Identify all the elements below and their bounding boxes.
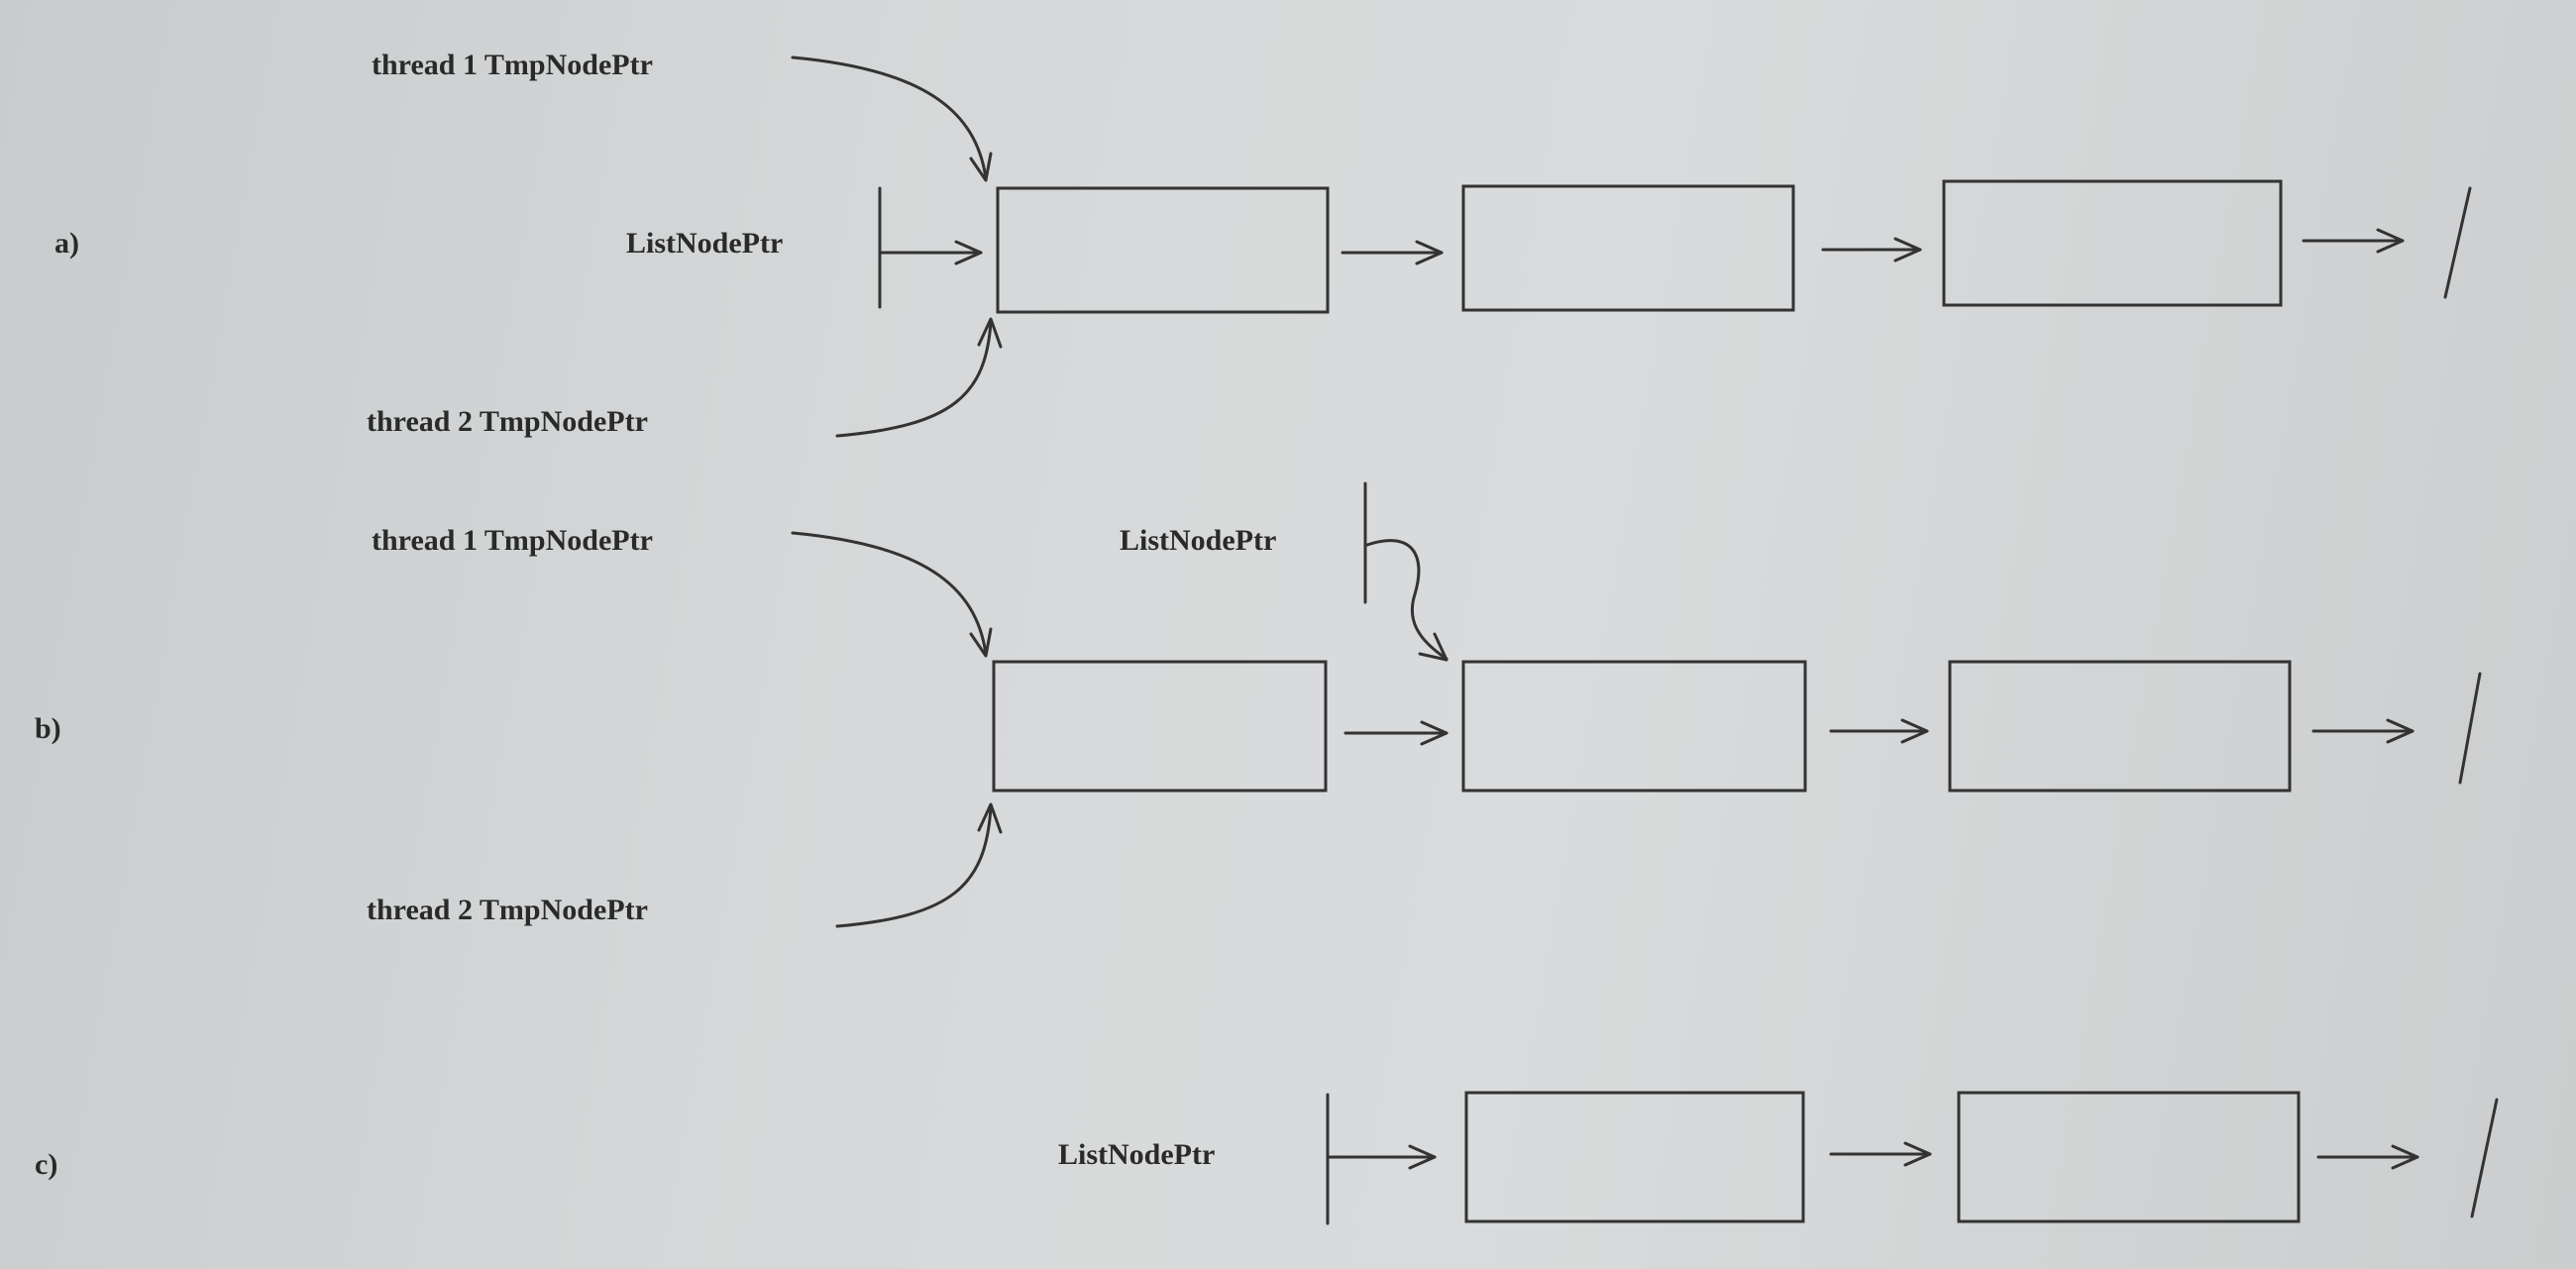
panel-c-link-1-arrowhead	[1903, 1141, 1932, 1167]
panel-b-thread1-label: thread 1 TmpNodePtr	[372, 524, 653, 557]
panel-c-node-1	[1464, 1091, 1805, 1223]
panel-c-list-label: ListNodePtr	[1058, 1138, 1215, 1171]
panel-a: a) thread 1 TmpNodePtr ListNodePtr threa…	[54, 49, 2472, 438]
panel-b-node-3	[1948, 660, 2292, 793]
panel-b-thread2-arrow	[835, 805, 993, 928]
panel-a-thread1-arrow	[791, 55, 988, 180]
panel-c-label: c)	[35, 1148, 57, 1181]
panel-a-thread2-arrow	[835, 320, 993, 438]
panel-a-node-1	[996, 186, 1330, 314]
panel-a-null-slash	[2443, 186, 2472, 299]
panel-a-label: a)	[54, 227, 79, 260]
panel-a-list-label: ListNodePtr	[626, 227, 783, 260]
panel-b-thread2-arrowhead	[977, 802, 1003, 834]
panel-b-thread1-arrowhead	[969, 627, 993, 658]
panel-b-node-2	[1461, 660, 1807, 793]
panel-c-null-slash	[2470, 1098, 2499, 1218]
panel-b-null-slash	[2458, 672, 2482, 785]
panel-a-thread1-arrowhead	[969, 152, 993, 182]
panel-b-list-label: ListNodePtr	[1120, 524, 1276, 557]
panel-b-label: b)	[35, 712, 61, 745]
panel-b: b) thread 1 TmpNodePtr ListNodePtr threa…	[35, 481, 2482, 928]
panel-a-link-2-arrowhead	[1893, 237, 1922, 263]
panel-a-thread2-arrowhead	[977, 317, 1003, 349]
panel-a-link-3-arrowhead	[2376, 228, 2405, 254]
panel-a-list-arrowhead	[954, 240, 983, 265]
panel-a-node-3	[1942, 179, 2283, 307]
panel-a-thread2-label: thread 2 TmpNodePtr	[367, 405, 648, 438]
panel-b-node-1	[992, 660, 1328, 793]
panel-a-link-1-arrowhead	[1415, 240, 1444, 265]
panel-b-list-arrowhead	[1418, 632, 1449, 662]
panel-c-list-arrowhead	[1408, 1144, 1437, 1170]
panel-b-thread1-arrow	[791, 531, 988, 656]
panel-a-thread1-label: thread 1 TmpNodePtr	[372, 49, 653, 81]
panel-b-list-arrow	[1365, 539, 1449, 661]
panel-c-node-2	[1957, 1091, 2301, 1223]
panel-b-link-2-arrowhead	[1900, 718, 1929, 744]
panel-b-thread2-label: thread 2 TmpNodePtr	[367, 894, 648, 926]
panel-a-node-2	[1461, 184, 1795, 312]
panel-c-link-2-arrowhead	[2391, 1144, 2419, 1170]
panel-b-link-1-arrowhead	[1420, 720, 1449, 746]
panel-c: c) ListNodePtr	[35, 1091, 2499, 1225]
panel-b-link-3-arrowhead	[2386, 718, 2415, 744]
